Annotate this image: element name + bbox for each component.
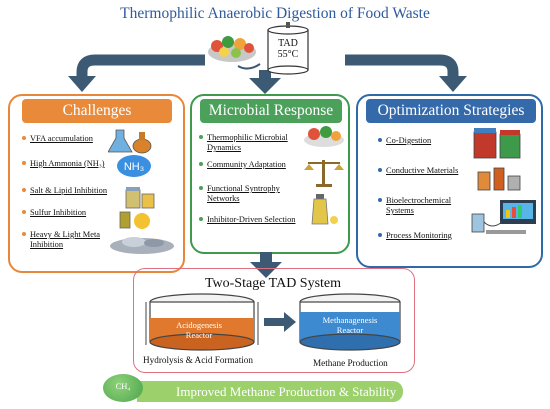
challenge-item: Sulfur Inhibition xyxy=(22,208,86,218)
bottle-icon xyxy=(311,194,338,225)
top-flow-arrows xyxy=(68,22,467,94)
challenge-item: VFA accumulation xyxy=(22,134,93,144)
methanogenesis-caption: Methane Production xyxy=(313,358,388,368)
optimization-header: Optimization Strategies xyxy=(366,99,536,123)
tank-label: TAD 55°C xyxy=(268,38,308,60)
tank-label-line2: 55°C xyxy=(277,49,299,60)
methane-badge-label: CH₄ xyxy=(115,381,131,391)
arrow-to-two-stage xyxy=(250,252,282,278)
conductive-materials-icon xyxy=(477,167,521,191)
microbial-item: Thermophilic Microbial Dynamics xyxy=(199,133,301,153)
optimization-item: Bioelectrochemical Systems xyxy=(378,196,456,216)
process-arrow-icon xyxy=(264,312,296,332)
arrow-head-microbial xyxy=(249,78,281,94)
challenges-header: Challenges xyxy=(22,99,172,123)
arrow-to-challenges xyxy=(76,54,205,76)
result-text: Improved Methane Production & Stability xyxy=(176,384,397,399)
methanogenesis-label: Methanagenesis Reactor xyxy=(322,315,378,335)
arrow-to-microbial xyxy=(259,70,271,78)
methane-bubble-icon xyxy=(103,374,143,402)
optimization-item: Process Monitoring xyxy=(378,231,452,241)
arrow-to-optimization xyxy=(345,54,459,76)
challenge-item: Heavy & Light Meta Inhibition xyxy=(22,230,110,250)
balance-scale-icon xyxy=(304,160,344,187)
microbial-icons xyxy=(304,126,344,225)
microbial-header: Microbial Response xyxy=(200,99,342,123)
bioelectrochemical-system-icon xyxy=(471,200,536,234)
microbial-item: Inhibitor-Driven Selection xyxy=(199,215,295,225)
acidogenesis-caption: Hydrolysis & Acid Formation xyxy=(143,355,253,365)
optimization-item: Conductive Materials xyxy=(378,166,458,176)
microbial-item: Community Adaptation xyxy=(199,160,286,170)
acidogenesis-reactor-icon xyxy=(145,293,259,351)
challenge-icons: NH₃ xyxy=(108,129,174,254)
vegetables-icon xyxy=(304,126,344,147)
optimization-item: Co-Digestion xyxy=(378,136,431,146)
challenge-item: Salt & Lipid Inhibition xyxy=(22,186,107,196)
optimization-icons xyxy=(471,128,536,234)
two-stage-panel xyxy=(133,268,415,373)
acidogenesis-label: Acidogenesis Reactor xyxy=(176,320,222,340)
microbial-item: Functional Syntrophy Networks xyxy=(199,184,297,204)
two-stage-reactors xyxy=(145,293,401,351)
result-banner xyxy=(137,381,403,402)
salt-lipid-jars-icon xyxy=(125,187,155,209)
metal-pile-icon xyxy=(110,237,174,254)
arrow-head-optimization xyxy=(439,76,467,92)
arrow-head-challenges xyxy=(68,76,96,92)
methanogenesis-reactor-icon xyxy=(299,293,401,351)
two-stage-title: Two-Stage TAD System xyxy=(204,276,342,291)
food-waste-icon xyxy=(208,36,261,70)
svg-text:NH₃: NH₃ xyxy=(124,161,144,173)
sulfur-icon xyxy=(119,211,150,229)
ammonia-icon: NH₃ xyxy=(117,155,151,177)
tad-tank-icon xyxy=(267,22,309,75)
flask-icon xyxy=(108,129,152,154)
challenge-item: High Ammonia (NH₃) xyxy=(22,159,105,169)
page-title: Thermophilic Anaerobic Digestion of Food… xyxy=(120,5,430,22)
co-digestion-jars-icon xyxy=(473,128,521,159)
tank-label-line1: TAD xyxy=(278,38,298,49)
